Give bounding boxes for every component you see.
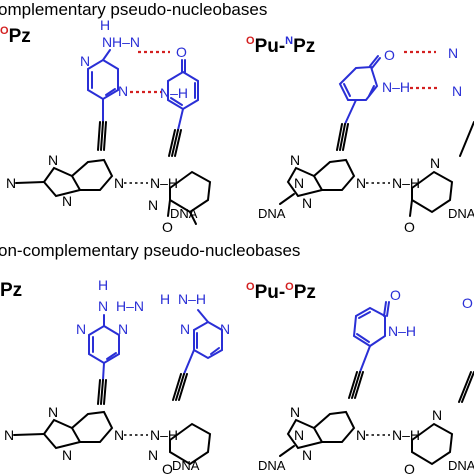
atom-n: N (62, 193, 72, 209)
alkyne-right (459, 121, 474, 157)
svg-text:OPu-NPz: OPu-NPz (246, 35, 315, 57)
atom-nh2-h: H–N (112, 34, 140, 50)
panel-label-npz: NPz (0, 279, 22, 301)
atom-n: N (430, 155, 440, 171)
atom-o: O (162, 219, 173, 235)
atom-n: N (62, 447, 72, 463)
atom-o: O (404, 461, 415, 474)
purine-scaffold: N N N N (4, 404, 124, 463)
pyridone-ring: O N–H (160, 44, 199, 131)
atom-n9: N (4, 427, 14, 443)
alkyne-left (97, 379, 107, 405)
svg-text:NPz: NPz (0, 279, 22, 301)
atom-n: N (220, 321, 230, 337)
alkyne-left (97, 121, 107, 151)
pyridazinone-ring: N–H N O DNA (148, 422, 212, 474)
purine-scaffold: N N N N (6, 152, 124, 209)
dna-label: DNA (448, 458, 474, 473)
panel-label-opu-npz: OPu-NPz (246, 35, 315, 57)
atom-nh: N–H (382, 79, 410, 95)
structure-opu-opz: O N–H O N N N N DNA N–H N O DNA (258, 287, 474, 474)
atom-n: N (448, 45, 458, 61)
atom-n1: N (356, 175, 366, 191)
aminopyrimidine-ring: N H–N H N N (80, 17, 140, 123)
atom-n1: N (114, 427, 124, 443)
atom-nh: N–H (160, 85, 188, 101)
alkyne-left (336, 123, 349, 151)
atom-nh2-n: N (102, 34, 112, 50)
structure-opu-npz: O N–H N N N N N N DNA N–H N (258, 45, 474, 235)
alkyne-right (168, 129, 182, 157)
heading-complementary: omplementary pseudo-nucleobases (0, 0, 267, 19)
atom-n: N (290, 404, 300, 420)
atom-pyr-n: N (118, 83, 128, 99)
atom-h: H (98, 277, 108, 293)
aminopyrimidine-ring-right: H N–H N N (160, 291, 230, 375)
panel-label-opz: OPz (0, 25, 31, 47)
atom-n: N (48, 152, 58, 168)
alkyne-right (172, 373, 188, 401)
atom-n: N (180, 321, 190, 337)
atom-nh: N–H (150, 175, 178, 191)
purine-scaffold: N N N N DNA (258, 152, 366, 221)
atom-n: N (148, 197, 158, 213)
atom-o: O (176, 44, 187, 60)
atom-o: O (462, 295, 473, 311)
heading-non-complementary: on-complementary pseudo-nucleobases (0, 241, 300, 260)
pyridazinone-ring: N–H N O DNA (392, 155, 474, 235)
atom-o: O (384, 47, 395, 63)
atom-nh2-top-h: H (100, 17, 110, 33)
atom-n9: N (294, 427, 304, 443)
dna-label: DNA (258, 206, 286, 221)
dna-label: DNA (172, 458, 200, 473)
atom-nh: N–H (388, 323, 416, 339)
pyridazinone-ring: N–H N O DNA (148, 170, 212, 235)
atom-n: N (290, 152, 300, 168)
structure-npz: H N H–N N N H N–H N N N N N (4, 277, 230, 474)
structure-opz: N H–N H N N O N–H N N N (6, 17, 212, 235)
svg-text:OPz: OPz (0, 25, 31, 47)
atom-n: N (302, 195, 312, 211)
atom-pyr-n2: N (80, 53, 90, 69)
dna-label: DNA (448, 206, 474, 221)
atom-n1: N (356, 427, 366, 443)
atom-o: O (404, 219, 415, 235)
dna-label: DNA (170, 206, 198, 221)
atom-o: O (390, 287, 401, 303)
atom-h: H (160, 291, 170, 307)
atom-n: N (76, 321, 86, 337)
atom-n: N (118, 321, 128, 337)
atom-nh: N–H (392, 175, 420, 191)
atom-n9: N (294, 175, 304, 191)
atom-o: O (162, 461, 173, 474)
atom-nh: N–H (392, 427, 420, 443)
atom-n: N (452, 83, 462, 99)
svg-text:OPu-OPz: OPu-OPz (246, 281, 316, 303)
atom-nh: N–H (150, 427, 178, 443)
pyridone-ring: O N–H (338, 47, 410, 125)
pyridazinone-ring: N–H N O DNA (392, 407, 474, 474)
atom-n1: N (114, 175, 124, 191)
atom-n: N (302, 447, 312, 463)
atom-h: H–N (116, 298, 144, 314)
dna-label: DNA (258, 458, 286, 473)
aminopyrimidine-ring-left: H N H–N N N (76, 277, 144, 381)
panel-label-opu-opz: OPu-OPz (246, 281, 316, 303)
atom-n: N (48, 404, 58, 420)
atom-n: N (98, 298, 108, 314)
atom-n: N–H (178, 291, 206, 307)
pyridone-ring: O N–H (352, 287, 416, 373)
atom-n: N (432, 407, 442, 423)
atom-n: N (148, 447, 158, 463)
atom-n9: N (6, 175, 16, 191)
alkyne-left (348, 371, 364, 399)
alkyne-right (458, 371, 474, 403)
purine-scaffold: N N N N DNA (258, 404, 366, 473)
